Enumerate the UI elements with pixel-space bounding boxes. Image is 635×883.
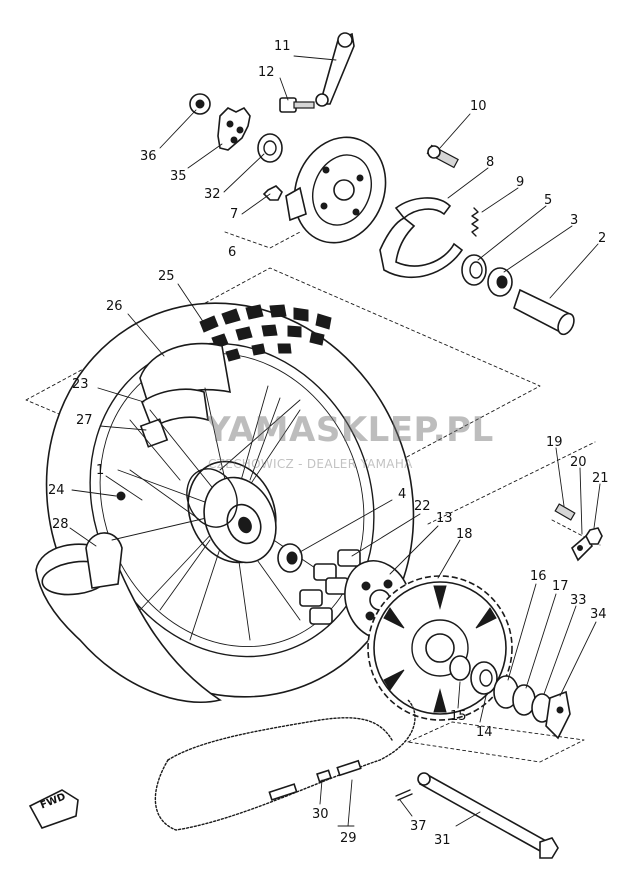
callout-26: 26 xyxy=(106,299,123,314)
callout-12: 12 xyxy=(258,65,275,80)
callout-27: 27 xyxy=(76,413,93,428)
spoke-nipple xyxy=(116,491,126,501)
rear-sprocket-18 xyxy=(367,575,513,721)
callout-32: 32 xyxy=(204,187,221,202)
drive-chain xyxy=(154,699,416,831)
callout-8: 8 xyxy=(486,155,495,170)
chain-adjuster xyxy=(554,503,603,562)
watermark-subtitle: CZECHOWICZ - DEALER YAMAHA xyxy=(208,457,413,471)
callout-20: 20 xyxy=(570,455,587,470)
callout-11: 11 xyxy=(274,39,291,54)
callout-25: 25 xyxy=(158,269,175,284)
callout-5: 5 xyxy=(544,193,553,208)
callout-4: 4 xyxy=(398,487,407,502)
shoe-spring xyxy=(471,207,479,237)
group-frame-brake xyxy=(224,231,301,249)
callout-22: 22 xyxy=(414,499,431,514)
callout-1: 1 xyxy=(96,463,105,478)
callout-18: 18 xyxy=(456,527,473,542)
rim-band xyxy=(141,388,209,430)
callout-24: 24 xyxy=(48,483,65,498)
nut-21 xyxy=(585,527,603,545)
brake-stopper xyxy=(285,186,307,222)
callout-21: 21 xyxy=(592,471,609,486)
cotter-pin xyxy=(395,789,413,801)
callout-30: 30 xyxy=(312,807,329,822)
callout-33: 33 xyxy=(570,593,587,608)
brake-shoe-upper xyxy=(394,197,452,220)
tube-section xyxy=(85,532,123,589)
bearing-15 xyxy=(449,655,471,681)
callout-29: 29 xyxy=(340,831,357,846)
callout-3: 3 xyxy=(570,213,579,228)
chain-puller xyxy=(545,690,571,740)
watermark-brand: YAMASKLEP.PL xyxy=(206,410,494,450)
callout-6: 6 xyxy=(228,245,237,260)
frame-link-sprocket xyxy=(427,441,596,525)
joint-link xyxy=(268,759,362,801)
callout-15: 15 xyxy=(450,709,467,724)
callout-19: 19 xyxy=(546,435,563,450)
callout-34: 34 xyxy=(590,607,607,622)
adjust-bolt-19 xyxy=(554,503,576,521)
brake-camshaft xyxy=(426,144,459,169)
hub-bore xyxy=(238,516,252,534)
axle-and-chain xyxy=(28,699,559,859)
wheel-hub-assembly xyxy=(111,385,331,641)
nut-7 xyxy=(262,185,283,201)
callout-2: 2 xyxy=(598,231,607,246)
tire-tread xyxy=(199,304,332,362)
hub-flange-front xyxy=(186,468,238,528)
seal-14 xyxy=(470,661,498,695)
brake-shoe-lower xyxy=(379,217,464,279)
valve xyxy=(139,418,169,448)
drive-sprocket-35 xyxy=(217,106,251,151)
brake-assembly xyxy=(189,32,575,336)
callout-14: 14 xyxy=(476,725,493,740)
leader-lines xyxy=(69,55,601,827)
group-frame-axle xyxy=(407,721,585,763)
callout-36: 36 xyxy=(140,149,157,164)
callout-35: 35 xyxy=(170,169,187,184)
callout-31: 31 xyxy=(434,833,451,848)
callout-37: 37 xyxy=(410,819,427,834)
callout-16: 16 xyxy=(530,569,547,584)
sprocket-assembly xyxy=(277,543,571,740)
bolt-12 xyxy=(279,97,315,113)
collar xyxy=(257,133,283,163)
callout-17: 17 xyxy=(552,579,569,594)
callout-13: 13 xyxy=(436,511,453,526)
callout-28: 28 xyxy=(52,517,69,532)
brake-plate-inner xyxy=(312,154,372,226)
callout-7: 7 xyxy=(230,207,239,222)
oil-seal xyxy=(461,254,487,286)
fwd-direction-arrow xyxy=(28,789,79,829)
callout-10: 10 xyxy=(470,99,487,114)
spacer-tube xyxy=(513,288,575,336)
callout-23: 23 xyxy=(72,377,89,392)
brake-plate-bore xyxy=(333,179,355,201)
callout-9: 9 xyxy=(516,175,525,190)
